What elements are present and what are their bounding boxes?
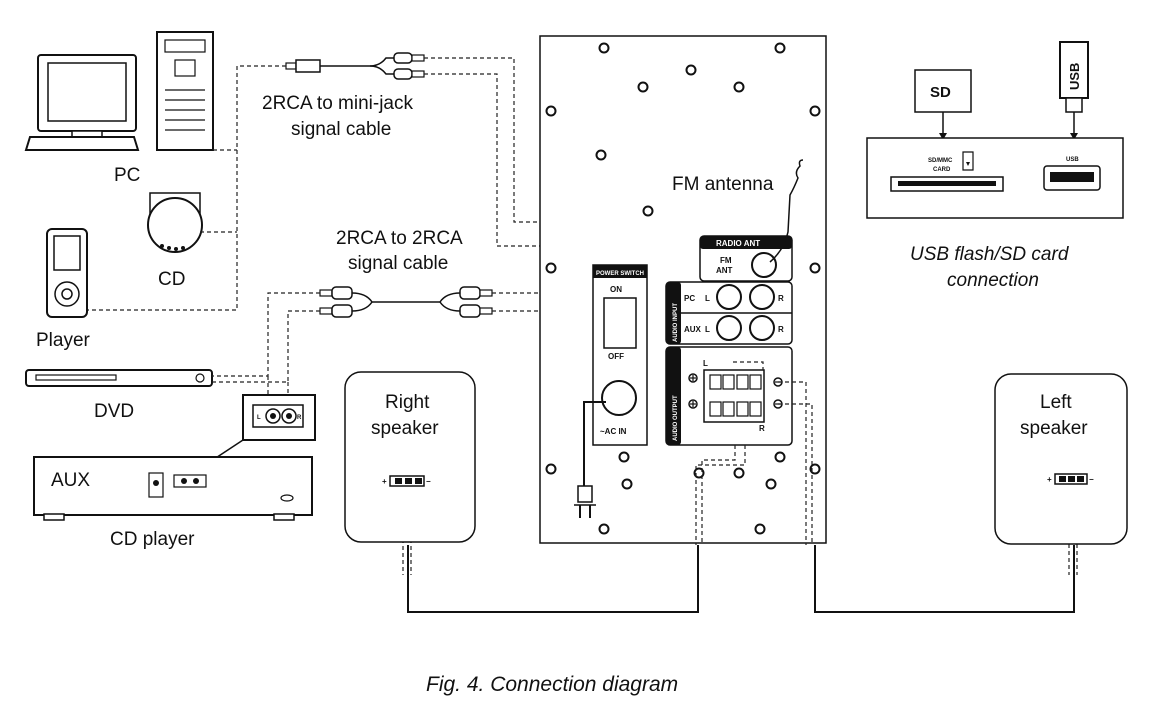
left-speaker-label-line2: speaker xyxy=(1020,418,1088,439)
aux-device-label: AUX xyxy=(51,470,90,491)
right-speaker-icon: + − xyxy=(344,371,476,543)
aux-jack-callout: L R xyxy=(189,394,316,476)
power-switch[interactable]: POWER SWITCH ON OFF ~AC IN xyxy=(592,264,648,446)
audio-input-block: AUDIO INPUT PC L R AUX L R xyxy=(665,281,793,345)
cd-player-label: CD player xyxy=(110,529,195,550)
input-aux-label: AUX xyxy=(684,325,702,334)
usb-port-label: USB xyxy=(1066,157,1079,163)
cable-mini-jack-icon xyxy=(285,52,425,80)
dvd-icon xyxy=(25,369,213,387)
audio-output-title: AUDIO OUTPUT xyxy=(673,395,679,441)
usb-sd-label-line1: USB flash/SD card xyxy=(910,244,1070,265)
svg-text:+: + xyxy=(382,477,387,486)
input-pc-label: PC xyxy=(684,294,695,303)
svg-text:+: + xyxy=(1047,475,1052,484)
player-label: Player xyxy=(36,330,91,351)
cd-icon xyxy=(147,192,203,253)
usb-stick-label: USB xyxy=(1067,63,1082,90)
radio-ant-title: RADIO ANT xyxy=(716,239,760,248)
cable2-label-line2: signal cable xyxy=(348,253,448,274)
pc-label: PC xyxy=(114,165,140,186)
cable1-label-line2: signal cable xyxy=(291,119,391,140)
right-speaker-label-line1: Right xyxy=(385,392,430,413)
cable-rca-icon xyxy=(319,286,493,318)
power-plug-icon xyxy=(574,401,606,518)
sd-card-box: SD xyxy=(914,69,972,140)
player-icon xyxy=(46,228,88,318)
figure-caption: Fig. 4. Connection diagram xyxy=(426,673,678,696)
usb-sd-label-line2: connection xyxy=(947,270,1039,291)
radio-ant-block: RADIO ANT FM ANT xyxy=(699,235,793,282)
dvd-label: DVD xyxy=(94,401,134,422)
fm-antenna-label: FM antenna xyxy=(672,174,774,195)
power-on-label: ON xyxy=(610,285,622,294)
right-speaker-label-line2: speaker xyxy=(371,418,439,439)
sd-mmc-label-1: SD/MMC xyxy=(928,158,953,164)
svg-text:−: − xyxy=(1089,475,1094,484)
power-switch-title: POWER SWITCH xyxy=(596,271,644,277)
usb-sd-panel: SD/MMC CARD USB xyxy=(866,137,1124,219)
ac-in-label: ~AC IN xyxy=(600,427,627,436)
cd-label: CD xyxy=(158,269,185,290)
pc-icon xyxy=(24,31,214,151)
aux-jack-l: L xyxy=(257,415,261,421)
output-l-label: L xyxy=(703,359,708,368)
power-off-label: OFF xyxy=(608,352,624,361)
output-r-label: R xyxy=(759,424,765,433)
input-pc-l: L xyxy=(705,294,710,303)
left-speaker-label-line1: Left xyxy=(1040,392,1072,413)
cd-player-icon xyxy=(33,456,313,521)
left-speaker-icon: + − xyxy=(994,373,1128,545)
input-aux-l: L xyxy=(705,325,710,334)
audio-input-title: AUDIO INPUT xyxy=(673,303,679,342)
fm-ant-label-1: FM xyxy=(720,256,732,265)
sd-box-label: SD xyxy=(930,84,951,101)
usb-stick-icon: USB xyxy=(1059,41,1089,140)
cable1-label-line1: 2RCA to mini-jack xyxy=(262,93,413,114)
fm-antenna-wire xyxy=(769,159,804,263)
input-aux-r: R xyxy=(778,325,784,334)
fm-ant-label-2: ANT xyxy=(716,266,733,275)
input-pc-r: R xyxy=(778,294,784,303)
svg-text:−: − xyxy=(426,477,431,486)
aux-jack-r: R xyxy=(297,415,302,421)
sd-mmc-label-2: CARD xyxy=(933,167,951,173)
cable2-label-line1: 2RCA to 2RCA xyxy=(336,228,463,249)
audio-output-block: AUDIO OUTPUT L R xyxy=(665,346,793,446)
